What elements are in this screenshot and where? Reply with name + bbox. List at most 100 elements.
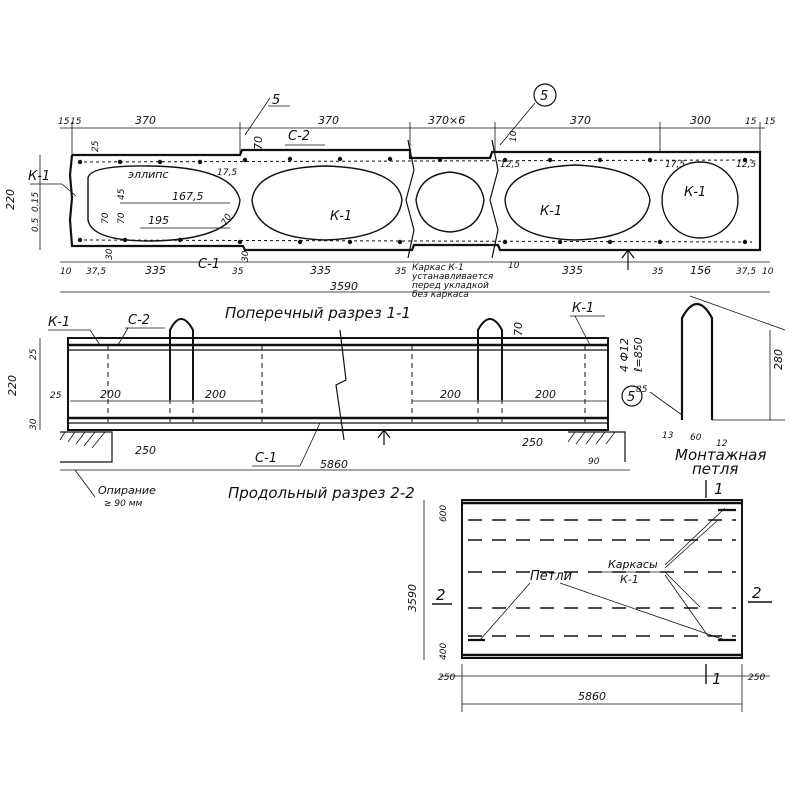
loop-title-1: Монтажная [675, 446, 766, 464]
ellipse-dim-70a: 70 [101, 212, 111, 224]
label-k1-right: К-1 [684, 185, 706, 200]
plan-dim-400: 400 [439, 643, 449, 660]
dim-top-15d: 15 [764, 117, 776, 127]
section-arrow-2 [377, 429, 391, 445]
dim-top-15a: 15 [58, 117, 70, 127]
plan-dim-600: 600 [439, 505, 449, 522]
lifting-loop-right [477, 318, 503, 400]
loop-dim-60: 60 [690, 433, 702, 443]
ellipse-dim-30: 30 [105, 248, 115, 260]
dim-2-200b: 200 [205, 388, 226, 401]
dim-top-370a: 370 [135, 114, 156, 127]
bot-dim-10a: 10 [60, 267, 72, 277]
bot-dim-37-5a: 37,5 [86, 267, 106, 277]
void-ellipse-4 [504, 164, 651, 241]
callout-5-circle [621, 385, 643, 407]
dim-left-25: 25 [91, 140, 101, 152]
dim-2-250b: 250 [522, 436, 543, 449]
dim-2-25: 25 [29, 348, 39, 360]
ellipse-dim-70b: 70 [117, 212, 127, 224]
note-line-1: Каркас К-1 [412, 263, 464, 273]
bot-dim-156: 156 [690, 264, 711, 277]
plan-view: Петли Каркасы К-1 1 1 2 2 3590 600 400 2… [406, 480, 772, 712]
lifting-loop-left [169, 318, 194, 400]
ellipse-dim-167-5: 167,5 [172, 190, 204, 203]
label-k1-right-2: К-1 [572, 301, 594, 316]
break-line-1 [405, 139, 415, 259]
mark-2-left: 2 [436, 586, 446, 604]
label-k1-left-2: К-1 [48, 315, 70, 330]
dim-left-0.15: 0.15 [31, 192, 41, 212]
section-1-title: Поперечный разрез 1-1 [225, 304, 411, 322]
ellipse-dim-70c: 70 [220, 212, 235, 227]
mark-2-right: 2 [752, 584, 762, 602]
ellipse-dim-17-5a: 17,5 [217, 168, 237, 178]
total-3590: 3590 [330, 280, 358, 293]
loop-dim-280: 280 [772, 349, 785, 370]
rebar-note-1: 4 Ф12 [618, 338, 631, 372]
dim-top-300: 300 [690, 114, 711, 127]
label-k1-mid2: К-1 [540, 204, 562, 219]
callout-5-2: 5 [627, 390, 635, 405]
callout-5a: 5 [272, 93, 280, 108]
ellipse-dim-195: 195 [148, 214, 169, 227]
bot-dim-10c: 10 [762, 267, 774, 277]
bot-dim-35c: 35 [652, 267, 664, 277]
loop-dim-85: 85 [636, 385, 648, 395]
note-line-2: устанавливается [411, 272, 494, 282]
note-line-4: без каркаса [412, 290, 469, 300]
break-line-2 [489, 139, 499, 259]
bot-dim-335b: 335 [310, 264, 331, 277]
mark-1-top: 1 [714, 480, 724, 498]
loop-dim-13: 13 [662, 431, 674, 441]
rebar-note-2: ℓ=850 [632, 337, 645, 373]
small-dim-12-5b: 12,5 [736, 160, 756, 170]
support-left [60, 431, 113, 463]
void-ellipse-1 [87, 165, 241, 242]
stirrups [107, 345, 586, 423]
dim-top-370c: 370 [570, 114, 591, 127]
cross-section-1-1: 15 15 370 370 370×6 370 300 15 15 5 5 22… [4, 83, 776, 322]
break-line [335, 329, 347, 441]
dim-2-70: 70 [512, 322, 525, 336]
void-ellipse-3 [415, 171, 485, 233]
dim-top-370b: 370 [318, 114, 339, 127]
dim-2-90: 90 [588, 457, 600, 467]
support-right [568, 431, 626, 462]
dim-2-200a: 200 [100, 388, 121, 401]
bottom-rebar-line [77, 239, 753, 243]
beam-outline [67, 337, 609, 431]
label-loops: Петли [530, 569, 572, 584]
bot-dim-335c: 335 [562, 264, 583, 277]
section-2-title: Продольный разрез 2-2 [228, 484, 415, 502]
dim-top-370x6: 370×6 [428, 114, 465, 127]
ellipse-dim-45: 45 [117, 188, 127, 200]
plan-height-3590: 3590 [406, 584, 419, 612]
ellipse-dim-30b: 30 [241, 250, 251, 262]
dim-2-200d: 200 [535, 388, 556, 401]
label-k1-mid: К-1 [330, 209, 352, 224]
label-c2-2: С-2 [128, 313, 150, 328]
top-dim-ticks [71, 122, 761, 160]
dim-top-15c: 15 [745, 117, 757, 127]
loop-dim-12: 12 [716, 439, 728, 449]
small-dim-10: 10 [509, 130, 519, 142]
label-ellipse: эллипс [128, 168, 169, 181]
plan-dim-250b: 250 [748, 673, 765, 683]
void-ellipse-2 [251, 165, 403, 241]
plan-dim-250a: 250 [438, 673, 455, 683]
dim-2-250a: 250 [135, 444, 156, 457]
support-note-1: Опирание [98, 484, 156, 497]
callout-5a-leader [244, 97, 271, 136]
callout-5b-leader [499, 102, 536, 146]
note-line-3: перед укладкой [412, 281, 489, 291]
total-5860: 5860 [320, 458, 348, 471]
rebar-dots [77, 156, 748, 245]
dim-2-30: 30 [29, 418, 39, 430]
small-dim-70: 70 [252, 136, 265, 150]
dim-2-220: 220 [6, 375, 19, 396]
dim-top-15b: 15 [70, 117, 82, 127]
plan-total-5860: 5860 [578, 690, 606, 703]
small-dim-12-5a: 12,5 [500, 160, 520, 170]
